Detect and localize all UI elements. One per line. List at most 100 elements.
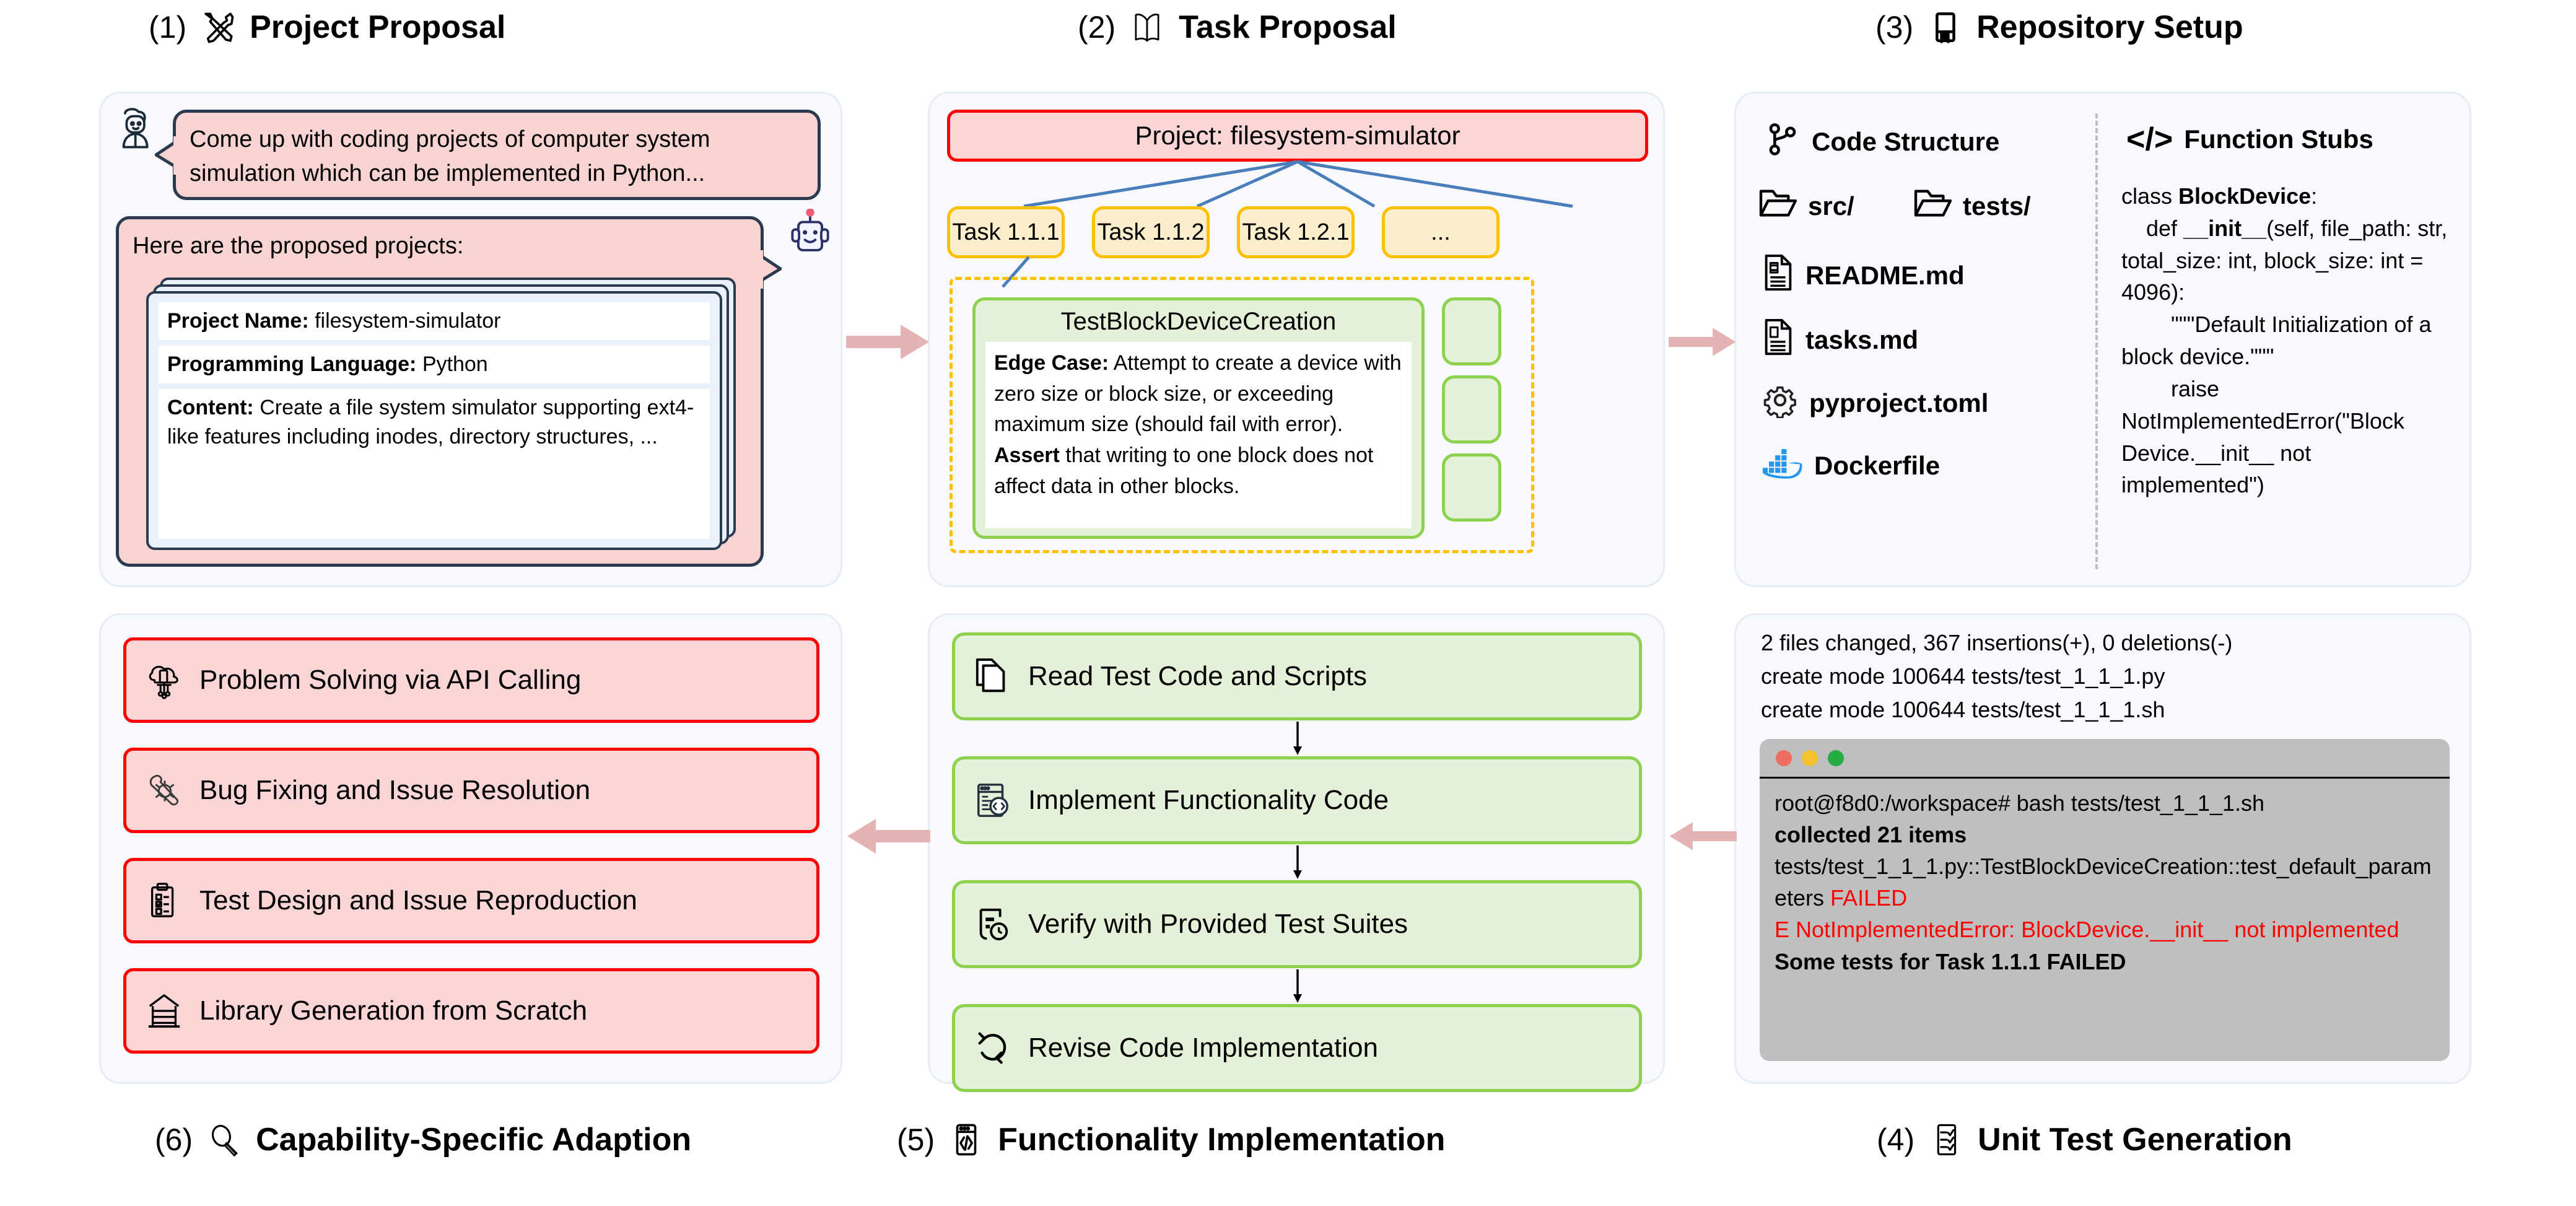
function-stubs-title: </> Function Stubs [2126,121,2373,158]
file-label-readme: README.md [1805,261,1965,290]
stage-title-3: Repository Setup [1976,9,2243,45]
task-to-testgroup-connector [1002,256,1030,288]
stub-init-signature: (self, file_path: str, total_size: int, … [2121,215,2448,305]
capability-label-3: Library Generation from Scratch [199,995,588,1026]
project-card-row-content: Content: Create a file system simulator … [159,388,710,539]
file-row-src[interactable]: src/ [1758,186,1854,226]
stage-heading-1: (1) Project Proposal [149,9,505,46]
capability-row-library-generation[interactable]: Library Generation from Scratch [123,968,819,1054]
terminal-prompt-line: root@f8d0:/workspace# bash tests/test_1_… [1775,790,2265,816]
test-case-group: TestBlockDeviceCreation Edge Case: Attem… [950,277,1534,553]
capability-label-2: Test Design and Issue Reproduction [199,885,637,915]
arrow-panel1-to-panel2 [846,325,929,359]
flow-step-verify-tests[interactable]: Verify with Provided Test Suites [952,880,1642,968]
capability-row-bug-fixing[interactable]: Bug Fixing and Issue Resolution [123,748,819,833]
stub-class-name: BlockDevice [2178,183,2312,209]
stub-class-keyword: class [2121,183,2179,209]
file-row-readme[interactable]: README.md [1762,253,1965,298]
project-card-rows: Project Name: filesystem-simulator Progr… [159,302,710,539]
edge-case-text: Attempt to create a device with zero siz… [994,351,1402,437]
bubble-tail-right [757,250,782,289]
arrow-panel5-to-panel6 [847,819,930,854]
user-message-bubble: Come up with coding projects of computer… [155,110,821,200]
test-case-stub-card-1[interactable] [1442,297,1501,365]
code-structure-title: Code Structure [1765,121,1999,163]
capability-row-api-calling[interactable]: Problem Solving via API Calling [123,637,819,723]
stub-class-colon: : [2311,183,2318,209]
stage-number-5: (5) [897,1122,935,1157]
user-avatar-icon [113,106,160,156]
git-branch-icon [1765,121,1801,163]
edge-case-label: Edge Case: [994,351,1109,375]
checklist-icon [1928,1122,1964,1158]
flow-step-revise-code[interactable]: Revise Code Implementation [952,1004,1642,1092]
folder-icon [1758,186,1797,226]
test-report-clock-icon [974,905,1012,943]
file-label-dockerfile: Dockerfile [1814,451,1941,480]
capability-row-test-design[interactable]: Test Design and Issue Reproduction [123,858,819,943]
flow-step-implement-code[interactable]: Implement Functionality Code [952,756,1642,844]
cloud-api-icon [145,661,183,699]
project-header-box[interactable]: Project: filesystem-simulator [947,110,1648,162]
stub-def-keyword: def [2121,215,2184,241]
wrench-bug-icon [145,771,183,810]
assert-text: that writing to one block does not affec… [994,443,1374,498]
terminal-summary-line: Some tests for Task 1.1.1 FAILED [1775,948,2126,974]
test-case-stub-card-2[interactable] [1442,375,1501,444]
capability-label-1: Bug Fixing and Issue Resolution [199,775,591,805]
flow-arrow-0 [1293,722,1302,755]
test-case-card[interactable]: TestBlockDeviceCreation Edge Case: Attem… [972,297,1425,539]
file-row-pyproject[interactable]: pyproject.toml [1762,382,1988,424]
task-chip-label-2: Task 1.2.1 [1242,219,1350,245]
test-case-stub-card-3[interactable] [1442,453,1501,522]
function-stub-code: class BlockDevice: def __init__(self, fi… [2121,180,2456,501]
task-chip-2[interactable]: Task 1.2.1 [1237,206,1355,258]
terminal-test-path: tests/test_1_1_1.py::TestBlockDeviceCrea… [1775,854,2432,911]
refresh-cycle-icon [974,1029,1012,1067]
task-chip-label-3: ... [1431,219,1451,245]
stage-title-4: Unit Test Generation [1978,1122,2292,1158]
capability-label-0: Problem Solving via API Calling [199,665,582,695]
code-window-icon [948,1122,984,1158]
project-card-row-language: Programming Language: Python [159,345,710,383]
project-card-front[interactable]: Project Name: filesystem-simulator Progr… [146,291,722,550]
code-tag-icon: </> [2126,121,2173,157]
file-row-tasks[interactable]: tasks.md [1762,318,1918,362]
panel-unit-test-generation: 2 files changed, 367 insertions(+), 0 de… [1734,613,2471,1084]
stage-heading-6: (6) Capability-Specific Adaption [155,1121,691,1158]
task-chip-0[interactable]: Task 1.1.1 [947,206,1065,258]
document-icon [1762,318,1794,362]
task-chip-1[interactable]: Task 1.1.2 [1092,206,1210,258]
magnifier-icon [206,1122,242,1158]
tools-icon [200,9,236,45]
programming-language-label: Programming Language: [167,352,417,376]
stage-heading-4: (4) Unit Test Generation [1877,1121,2292,1158]
programming-language-value: Python [416,352,488,376]
file-row-tests[interactable]: tests/ [1913,186,2031,226]
terminal-failed-badge: FAILED [1830,885,1908,911]
stage-title-2: Task Proposal [1179,9,1397,45]
project-card-row-name: Project Name: filesystem-simulator [159,302,710,340]
project-name-label: Project Name: [167,309,309,333]
code-structure-label: Code Structure [1812,127,2000,156]
robot-avatar-icon [786,208,834,265]
test-case-body: Edge Case: Attempt to create a device wi… [985,342,1412,528]
flow-step-read-test-code[interactable]: Read Test Code and Scripts [952,632,1642,720]
terminal-maximize-dot[interactable] [1828,749,1844,766]
terminal-close-dot[interactable] [1776,749,1792,766]
terminal-window[interactable]: root@f8d0:/workspace# bash tests/test_1_… [1760,739,2450,1061]
file-row-dockerfile[interactable]: Dockerfile [1762,447,1940,485]
stage-title-1: Project Proposal [250,9,506,45]
panel-project-proposal: Come up with coding projects of computer… [99,92,842,587]
stage-number-4: (4) [1877,1122,1915,1157]
stage-number-2: (2) [1078,10,1116,45]
stage-title-5: Functionality Implementation [998,1122,1446,1158]
terminal-minimize-dot[interactable] [1802,749,1818,766]
assistant-intro-text: Here are the proposed projects: [133,233,464,259]
content-label: Content: [167,395,254,419]
test-case-title: TestBlockDeviceCreation [1060,308,1337,335]
content-value: Create a file system simulator supportin… [167,395,694,448]
git-output-line-2: create mode 100644 tests/test_1_1_1.sh [1761,697,2165,722]
task-chip-3[interactable]: ... [1382,206,1500,258]
task-chip-label-1: Task 1.1.2 [1097,219,1205,245]
